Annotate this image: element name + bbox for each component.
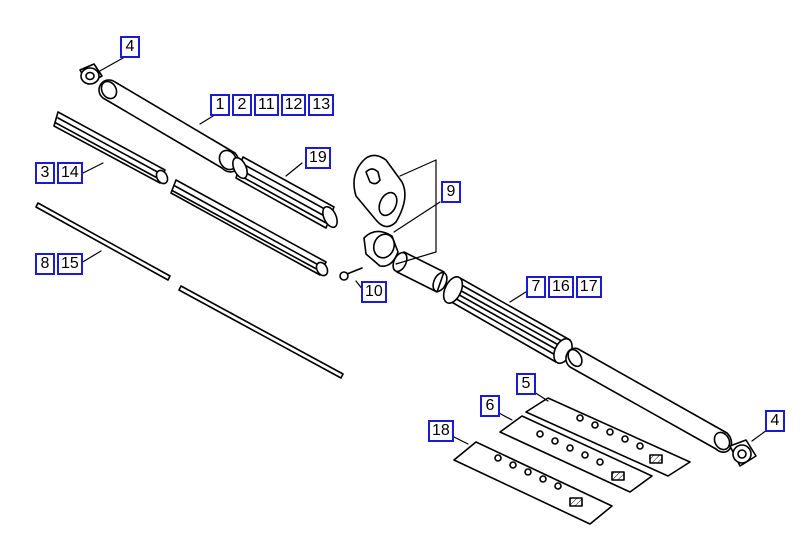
callout-label: 16 xyxy=(548,276,574,298)
callout-9: 9 xyxy=(441,181,461,203)
end-cap-bottom xyxy=(729,439,757,467)
warning-label-6 xyxy=(499,415,653,493)
callout-label: 11 xyxy=(254,94,279,116)
callout-label: 7 xyxy=(526,276,546,298)
callout-label: 18 xyxy=(428,420,454,442)
short-sleeve xyxy=(392,251,448,293)
callout-6: 6 xyxy=(480,395,500,417)
loop-handle-clamp xyxy=(353,154,406,228)
callout-label: 6 xyxy=(480,395,500,417)
screw xyxy=(339,267,363,281)
warning-label-18 xyxy=(453,441,613,525)
callout-8-15: 8 15 xyxy=(35,253,83,275)
callout-label: 19 xyxy=(305,147,331,169)
callout-label: 5 xyxy=(516,373,536,395)
callout-10: 10 xyxy=(361,281,387,303)
callout-label: 10 xyxy=(361,281,387,303)
callout-5: 5 xyxy=(516,373,536,395)
leader-lines xyxy=(80,57,768,445)
callout-label: 17 xyxy=(575,276,602,298)
callout-7-16-17: 7 16 17 xyxy=(526,276,602,298)
drive-shaft xyxy=(35,202,344,379)
ribbed-sleeve xyxy=(232,156,338,229)
callout-label: 4 xyxy=(765,410,785,432)
grip xyxy=(442,276,573,365)
callout-19: 19 xyxy=(305,147,331,169)
clamp-ring xyxy=(363,230,399,268)
end-cap-top xyxy=(79,63,103,85)
callout-1-2-11-12-13: 1 2 11 12 13 xyxy=(210,94,335,116)
callout-label: 4 xyxy=(120,36,140,58)
callout-label: 8 xyxy=(35,253,55,275)
callout-label: 1 xyxy=(210,94,230,116)
ribbed-liner-small xyxy=(53,111,169,185)
callout-label: 9 xyxy=(441,181,461,203)
callout-18: 18 xyxy=(428,420,454,442)
callout-label: 13 xyxy=(308,94,335,116)
warning-label-5 xyxy=(525,397,691,477)
callout-label: 15 xyxy=(57,253,83,275)
callout-4-top: 4 xyxy=(120,36,140,58)
callout-4-bottom: 4 xyxy=(765,410,785,432)
callout-label: 12 xyxy=(280,94,307,116)
callout-label: 3 xyxy=(35,162,55,184)
lower-tube xyxy=(565,347,733,453)
callout-3-14: 3 14 xyxy=(35,162,83,184)
ribbed-liner-long xyxy=(170,179,329,277)
callout-label: 14 xyxy=(57,162,83,184)
callout-label: 2 xyxy=(232,94,252,116)
